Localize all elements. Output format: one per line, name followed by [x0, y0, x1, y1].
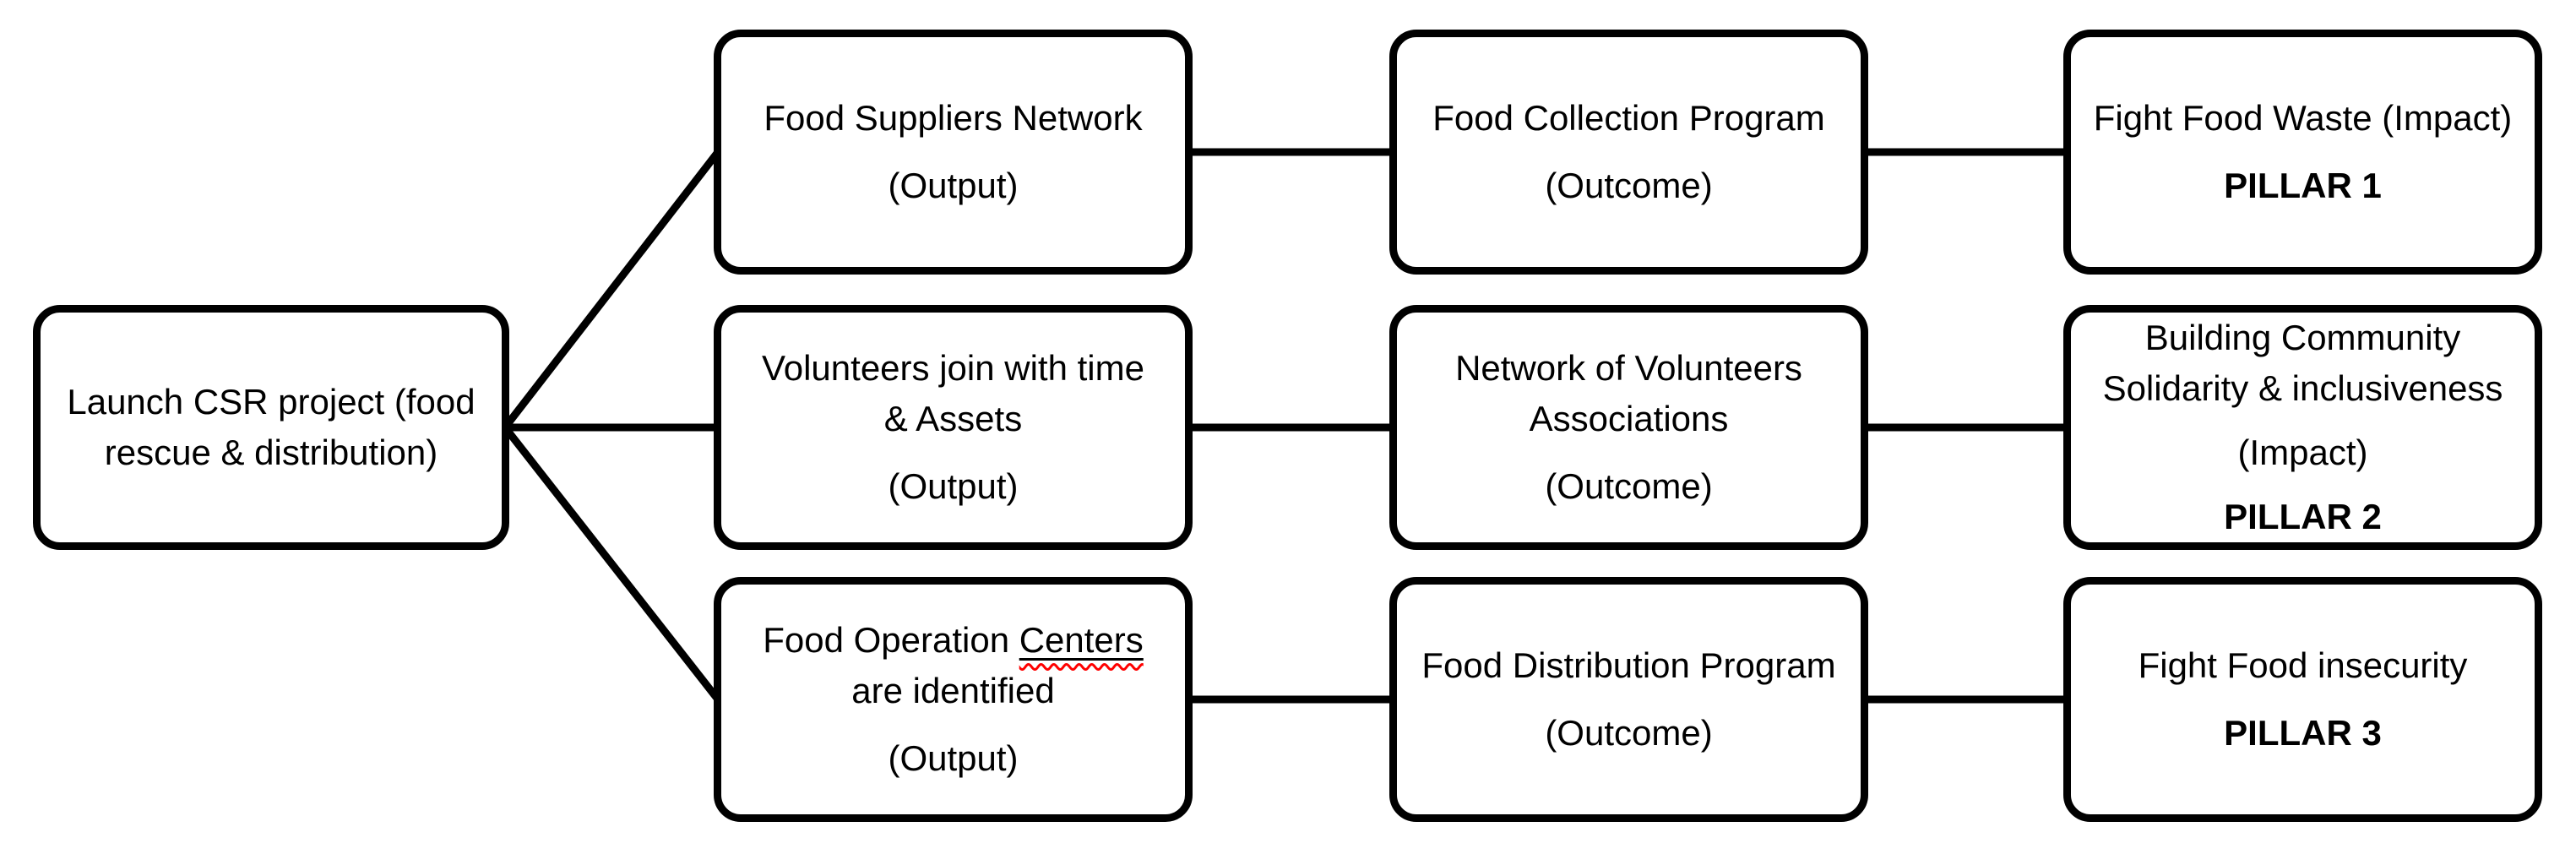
node-tag: (Outcome) [1545, 713, 1713, 753]
spellcheck-underline: Centers [1019, 620, 1144, 660]
misspelled-word: Centers [1019, 620, 1144, 660]
title-line: are identified [851, 671, 1055, 710]
output-box-volunteers-join: Volunteers join with time & Assets (Outp… [714, 305, 1193, 550]
title-line: Network of Volunteers [1455, 348, 1802, 388]
node-tag: (Impact) [2237, 432, 2368, 472]
title-line: Fight Food insecurity [2138, 645, 2468, 685]
outcome-box-food-distribution-program: Food Distribution Program (Outcome) [1389, 577, 1868, 822]
title-line: Food Distribution Program [1421, 645, 1836, 685]
title-line: rescue & distribution) [104, 432, 438, 472]
title-line: Associations [1529, 399, 1729, 438]
node-title: Food Collection Program [1432, 93, 1825, 144]
node-title: Food Operation Centers are identified [763, 615, 1144, 716]
node-title: Volunteers join with time & Assets [762, 343, 1144, 444]
output-box-food-suppliers-network: Food Suppliers Network (Output) [714, 30, 1193, 275]
connector-root-to-output-1 [502, 150, 721, 430]
title-line: Launch CSR project (food [67, 382, 476, 422]
title-line: Solidarity & inclusiveness [2102, 368, 2503, 408]
node-tag: (Output) [888, 466, 1019, 506]
outcome-box-food-collection-program: Food Collection Program (Outcome) [1389, 30, 1868, 275]
title-line: Fight Food Waste (Impact) [2093, 98, 2513, 138]
output-box-food-operation-centers: Food Operation Centers are identified (O… [714, 577, 1193, 822]
title-line: Food Collection Program [1432, 98, 1825, 138]
title-line: Building Community [2144, 318, 2461, 357]
title-line: Food Operation Centers [763, 615, 1144, 666]
pillar-label: PILLAR 2 [2224, 497, 2382, 536]
outcome-box-network-of-volunteers: Network of Volunteers Associations (Outc… [1389, 305, 1868, 550]
pillar-label: PILLAR 1 [2224, 166, 2382, 205]
node-tag: (Output) [888, 166, 1019, 205]
title-line: Food Suppliers Network [764, 98, 1143, 138]
node-title: Fight Food Waste (Impact) [2094, 93, 2513, 144]
node-title: Network of Volunteers Associations [1455, 343, 1802, 444]
node-title: Food Distribution Program [1421, 640, 1835, 691]
pillar-label: PILLAR 3 [2224, 713, 2382, 753]
node-tag: (Outcome) [1545, 466, 1713, 506]
impact-box-fight-food-waste: Fight Food Waste (Impact) PILLAR 1 [2063, 30, 2542, 275]
connector-root-to-output-3 [502, 425, 721, 702]
node-title: Building Community Solidarity & inclusiv… [2103, 313, 2503, 414]
root-box-launch-csr-project: Launch CSR project (food rescue & distri… [33, 305, 509, 550]
title-line: Volunteers join with time [762, 348, 1144, 388]
impact-box-fight-food-insecurity: Fight Food insecurity PILLAR 3 [2063, 577, 2542, 822]
title-text: Food Operation [763, 620, 1019, 660]
impact-box-community-solidarity: Building Community Solidarity & inclusiv… [2063, 305, 2542, 550]
node-tag: (Outcome) [1545, 166, 1713, 205]
title-line: & Assets [883, 399, 1023, 438]
node-tag: (Output) [888, 738, 1019, 778]
node-title: Fight Food insecurity [2139, 640, 2468, 691]
node-title: Launch CSR project (food rescue & distri… [67, 377, 475, 478]
node-title: Food Suppliers Network [764, 93, 1142, 144]
